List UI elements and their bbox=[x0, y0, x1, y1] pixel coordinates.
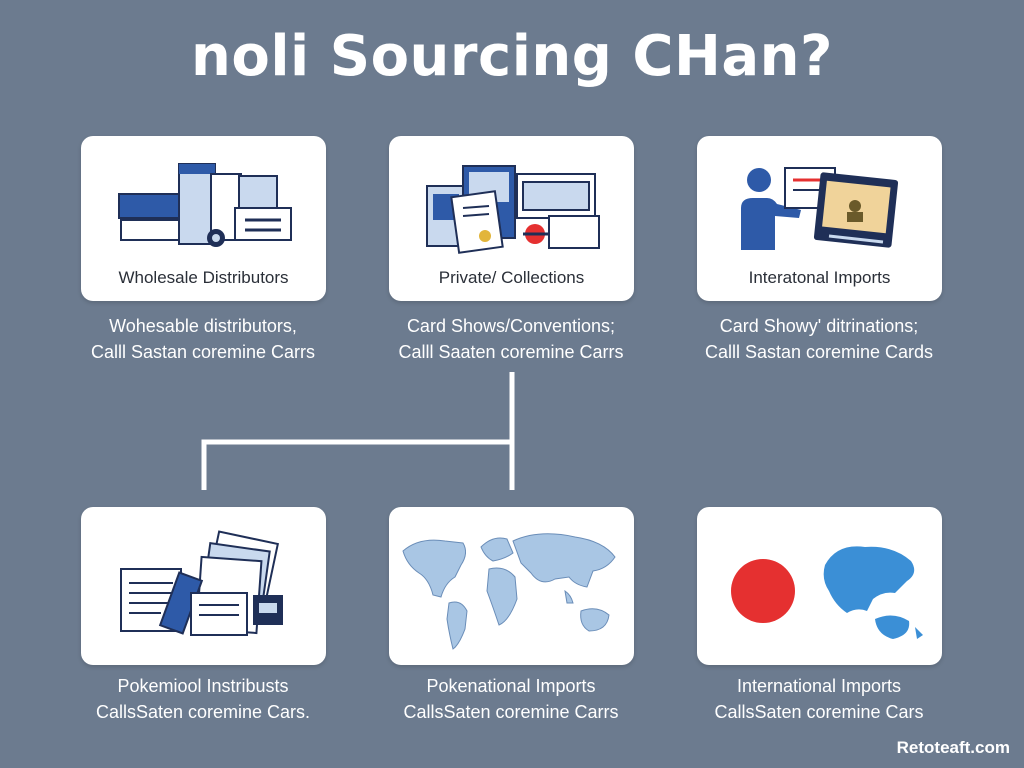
caption-international: Card Showy' ditrinations; Calll Sastan c… bbox=[669, 313, 969, 365]
caption-line: Wohesable distributors, bbox=[109, 316, 297, 336]
caption-line: Calll Sastan coremine Carrs bbox=[90, 342, 316, 362]
stacked-documents-icon bbox=[120, 530, 283, 636]
caption-line: Pokenational Imports bbox=[426, 676, 596, 696]
caption-line: CallsSaten coremine Cars bbox=[714, 702, 924, 722]
card-binder-icon bbox=[426, 165, 600, 254]
world-map-icon bbox=[402, 533, 616, 650]
card-wholesale-distributors: Wholesale Distributors bbox=[81, 136, 326, 301]
caption-documents: Pokemiool Instribusts CallsSaten coremin… bbox=[53, 673, 353, 725]
card-world-map bbox=[389, 507, 634, 665]
warehouse-boxes-icon bbox=[118, 163, 292, 247]
person-presenting-screen-icon bbox=[741, 167, 899, 250]
japan-flag-and-globe-icon bbox=[731, 546, 923, 639]
card-documents bbox=[81, 507, 326, 665]
caption-line: Calll Sastan coremine Cards bbox=[704, 342, 934, 362]
caption-line: International Imports bbox=[736, 676, 902, 696]
card-international-imports: Interatonal Imports bbox=[697, 136, 942, 301]
caption-private: Card Shows/Conventions; Calll Saaten cor… bbox=[361, 313, 661, 365]
caption-line: CallsSaten coremine Cars. bbox=[95, 702, 311, 722]
caption-line: Calll Saaten coremine Carrs bbox=[398, 342, 624, 362]
card-private-collections: Private/ Collections bbox=[389, 136, 634, 301]
card-label: Private/ Collections bbox=[438, 268, 585, 287]
caption-line: Card Shows/Conventions; bbox=[406, 316, 616, 336]
watermark: Retoteaft.com bbox=[896, 738, 1010, 757]
card-label: Interatonal Imports bbox=[748, 268, 891, 287]
caption-wholesale: Wohesable distributors, Calll Sastan cor… bbox=[53, 313, 353, 365]
caption-line: Card Showy' ditrinations; bbox=[719, 316, 919, 336]
diagram-title: noli Sourcing CHan? bbox=[191, 24, 833, 89]
caption-japan-globe: International Imports CallsSaten coremin… bbox=[669, 673, 969, 725]
caption-line: Pokemiool Instribusts bbox=[117, 676, 289, 696]
card-japan-globe bbox=[697, 507, 942, 665]
card-label: Wholesale Distributors bbox=[118, 268, 289, 287]
caption-line: CallsSaten coremine Carrs bbox=[403, 702, 619, 722]
caption-world-map: Pokenational Imports CallsSaten coremine… bbox=[361, 673, 661, 725]
